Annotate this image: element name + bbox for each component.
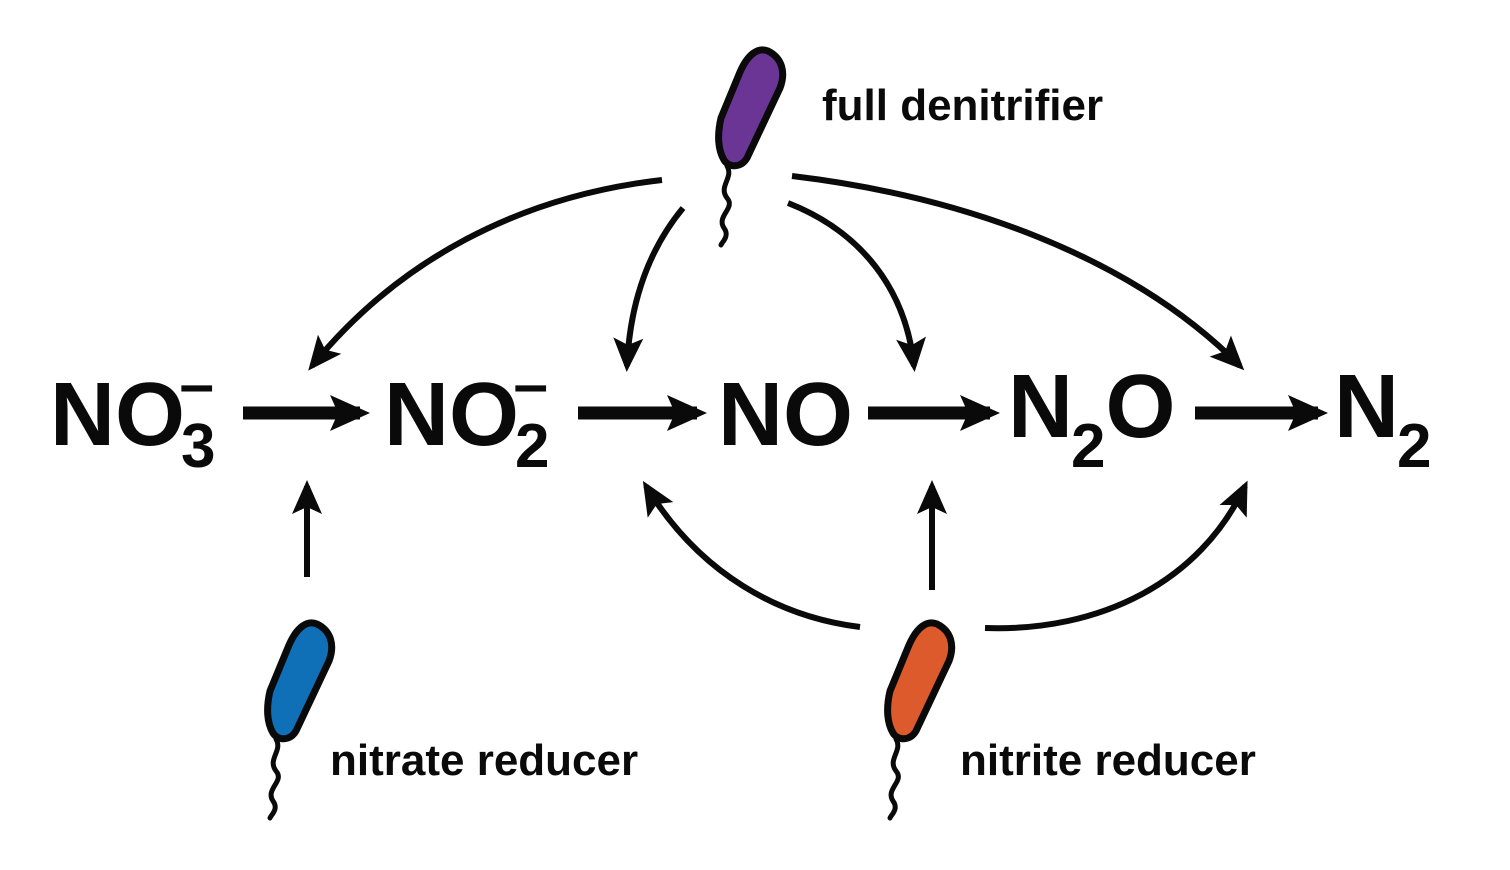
full-denitrifier-bacterium-icon: [715, 46, 787, 248]
species-nitric-oxide: NO: [718, 365, 853, 465]
nitrate-reducer-cell: [264, 619, 336, 743]
arrow-full-denitrifier-to-n2: [791, 173, 1245, 371]
arrow-full-denitrifier-to-nitrate: [308, 177, 663, 371]
arrow-nitrite-reducer-to-no: [642, 480, 861, 630]
full-denitrifier-cell: [715, 46, 787, 170]
nitrite-reducer-label: nitrite reducer: [960, 736, 1256, 785]
nitrite-reducer-cell: [884, 619, 956, 743]
nitrate-reducer-bacterium-icon: [264, 619, 336, 821]
arrow-full-denitrifier-to-nitrite: [613, 206, 686, 372]
arrow-nitrite-reducer-to-n2: [984, 480, 1248, 632]
species-nitrite: NO2–: [384, 350, 549, 481]
nitrate-reducer-label: nitrate reducer: [330, 736, 638, 785]
nitrite-reducer-bacterium-icon: [884, 619, 956, 821]
species-nitrate: NO3–: [50, 350, 215, 481]
full-denitrifier-label: full denitrifier: [822, 81, 1103, 130]
arrow-full-denitrifier-to-no: [786, 200, 926, 372]
species-nitrous-oxide: N2O: [1008, 357, 1176, 481]
species-dinitrogen: N2: [1334, 357, 1431, 481]
